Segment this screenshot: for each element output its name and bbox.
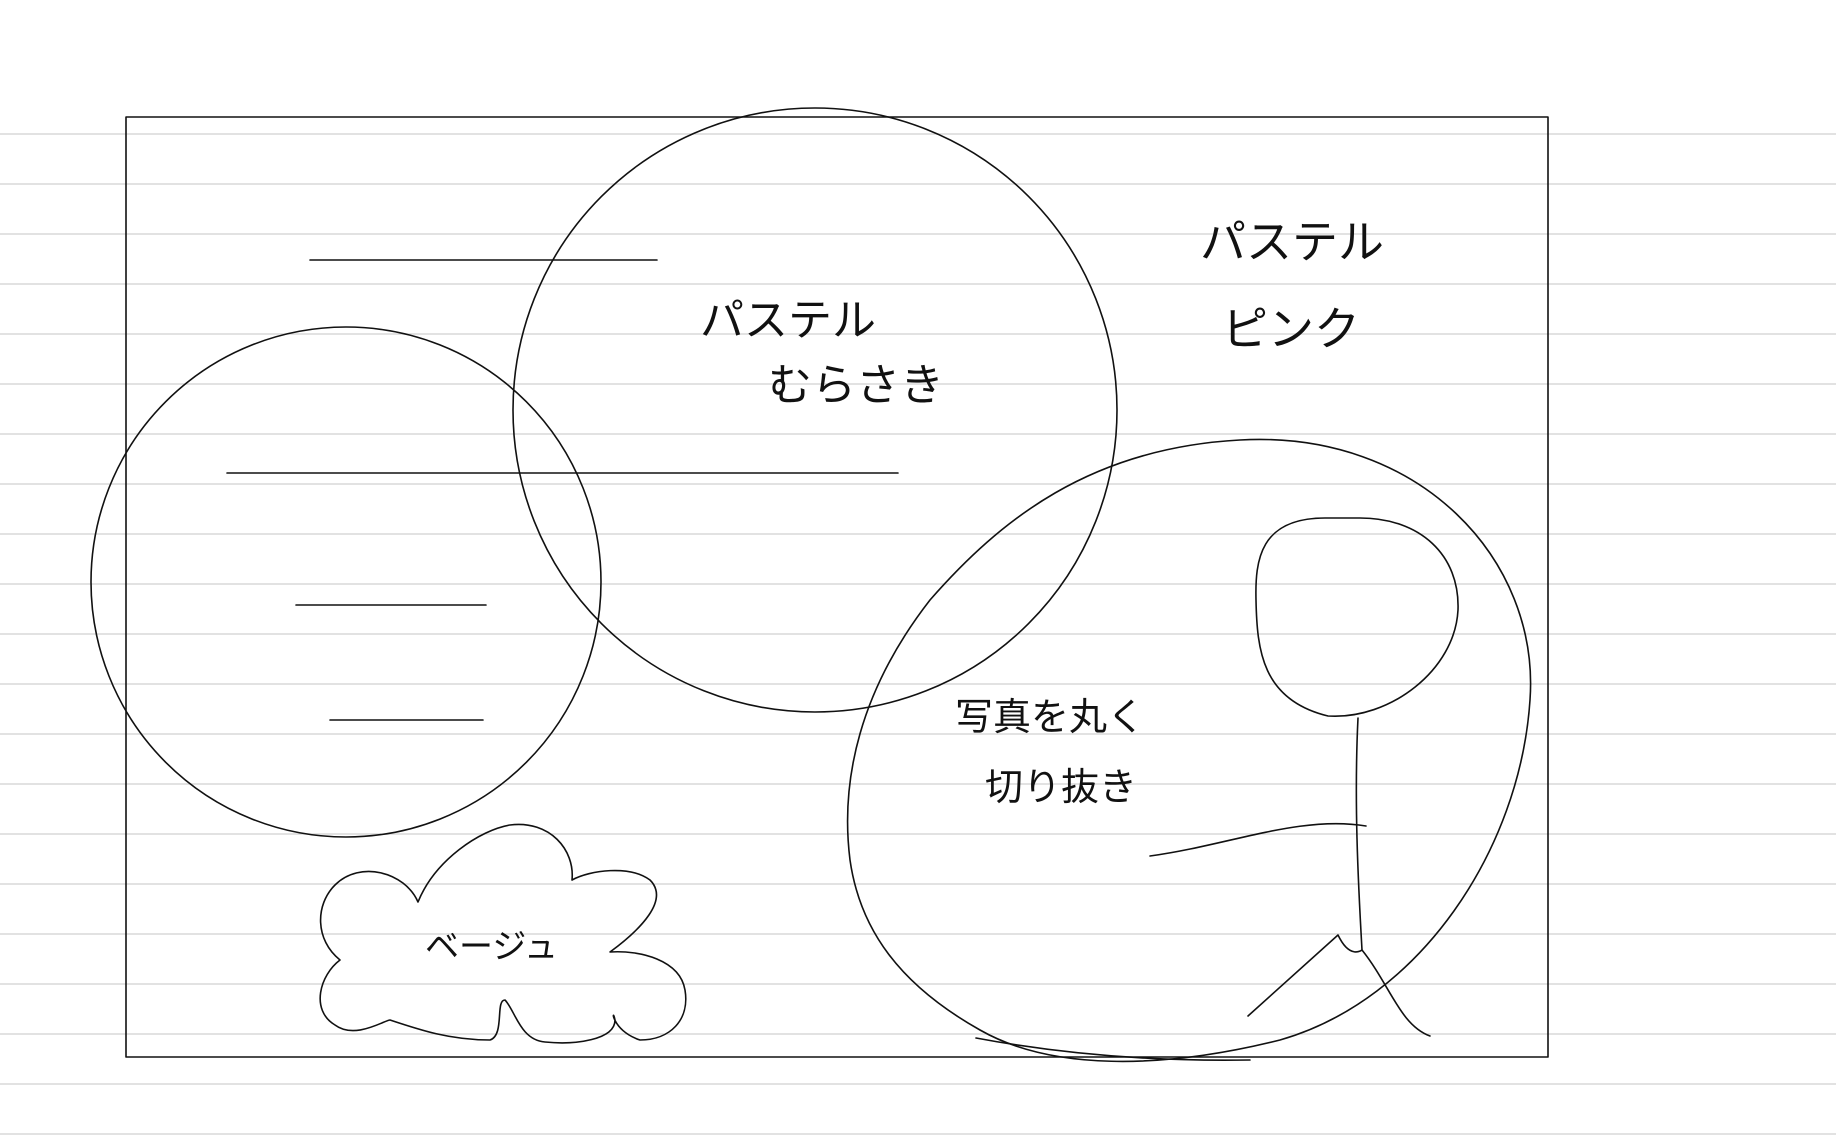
- figure-head: [1255, 517, 1459, 717]
- figure-arm: [1149, 822, 1367, 857]
- ground-line: [975, 1037, 1251, 1062]
- top-center-circle: [512, 107, 1118, 713]
- figure-legs: [1247, 934, 1431, 1037]
- page-frame: [125, 116, 1549, 1058]
- beige-cloud: [319, 823, 687, 1044]
- label-pastel-pink-2: ピンク: [1222, 302, 1360, 356]
- label-photo-2: 切り抜き: [985, 765, 1137, 809]
- label-pastel-purple-1: パステル: [700, 295, 876, 346]
- photo-circle: [846, 438, 1532, 1063]
- label-beige: ベージュ: [425, 927, 558, 967]
- left-circle: [90, 326, 602, 838]
- label-pastel-purple-2: むらさき: [768, 360, 944, 411]
- figure-body: [1355, 717, 1363, 951]
- label-pastel-pink-1: パステル: [1200, 215, 1384, 269]
- label-photo-1: 写真を丸く: [955, 695, 1145, 739]
